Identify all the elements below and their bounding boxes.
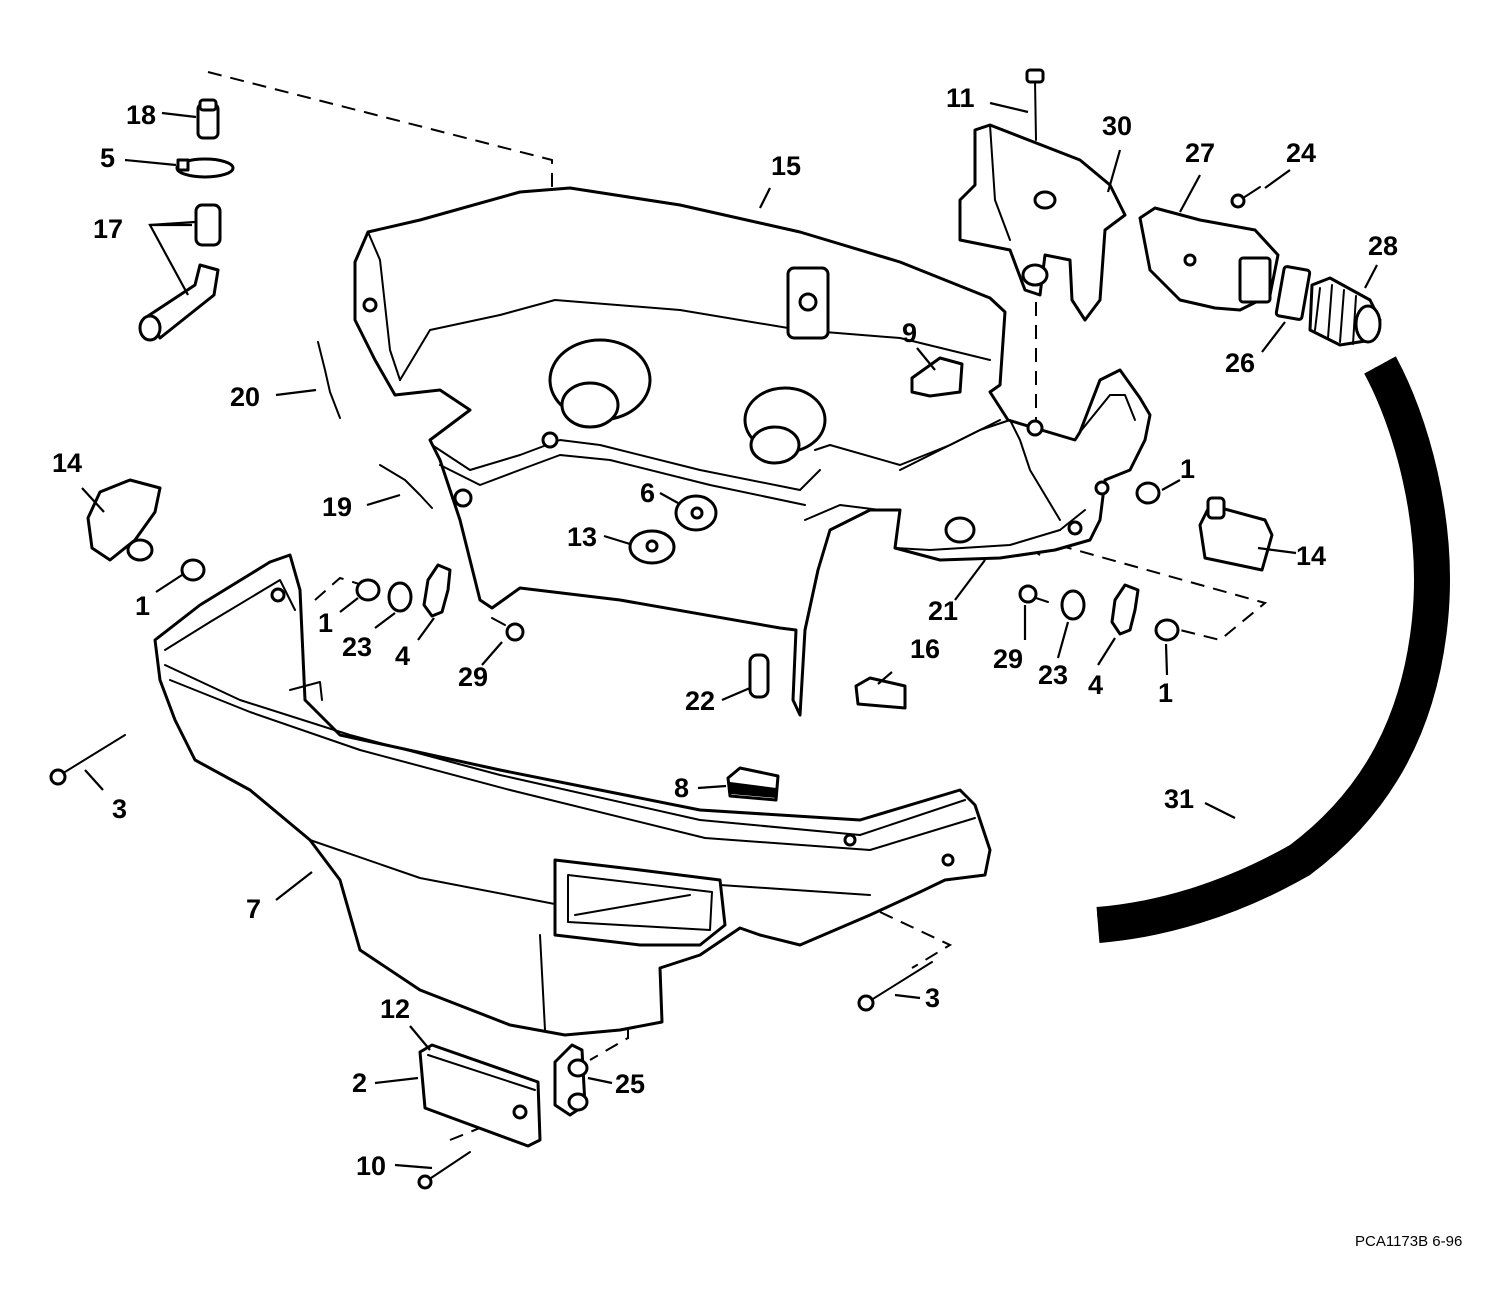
callout-14-left: 14 xyxy=(52,448,82,478)
callout-numbers: 18 5 17 20 14 19 1 1 23 4 29 3 7 12 2 10… xyxy=(52,83,1398,1181)
callout-9: 9 xyxy=(902,318,917,348)
part-9-bracket xyxy=(910,356,964,398)
small-hardware xyxy=(49,68,1382,1190)
part-1-grommet-c xyxy=(1135,481,1161,505)
part-15-upper-housing xyxy=(353,186,1152,717)
part-3-bolt-b xyxy=(857,961,933,1012)
callout-8: 8 xyxy=(674,773,689,803)
part-10-screw xyxy=(417,1151,471,1190)
part-1-grommet-d xyxy=(1154,618,1180,642)
callout-15: 15 xyxy=(771,151,801,181)
callout-30: 30 xyxy=(1102,111,1132,141)
callout-3-right: 3 xyxy=(925,983,940,1013)
callout-17: 17 xyxy=(93,214,123,244)
callout-6: 6 xyxy=(640,478,655,508)
part-26-gasket xyxy=(1274,265,1312,321)
part-4-catch-a xyxy=(422,563,452,618)
part-22-clip xyxy=(748,653,770,699)
callout-1-d: 1 xyxy=(1158,678,1173,708)
part-29-screw-a xyxy=(491,617,525,642)
callout-29-left: 29 xyxy=(458,662,488,692)
callout-14-right: 14 xyxy=(1296,541,1326,571)
part-14-left-latch xyxy=(86,478,162,562)
drawing-code: PCA1173B 6-96 xyxy=(1355,1233,1462,1250)
callout-1-b: 1 xyxy=(318,608,333,638)
callout-5: 5 xyxy=(100,143,115,173)
part-24-screw xyxy=(1230,186,1261,209)
part-31-mesh-seal xyxy=(1096,356,1450,943)
part-12-pad xyxy=(418,1043,542,1148)
part-4-catch-b xyxy=(1110,583,1140,636)
callout-28: 28 xyxy=(1368,231,1398,261)
callout-26: 26 xyxy=(1225,348,1255,378)
part-17-hose-elbow xyxy=(146,263,220,340)
callout-1-c: 1 xyxy=(1180,454,1195,484)
callout-23-left: 23 xyxy=(342,632,372,662)
callout-18: 18 xyxy=(126,100,156,130)
part-19-wire xyxy=(379,464,433,509)
part-23-washer-b xyxy=(1060,589,1086,621)
callout-11: 11 xyxy=(946,83,975,113)
callout-29-right: 29 xyxy=(993,644,1023,674)
callout-12: 12 xyxy=(380,994,410,1024)
part-3-bolt-a xyxy=(49,734,126,786)
part-17-hose-sleeve xyxy=(194,203,222,247)
callout-4-left: 4 xyxy=(395,641,410,671)
part-1-grommet-a xyxy=(180,558,206,582)
part-20-wire xyxy=(317,341,341,419)
callout-21: 21 xyxy=(928,596,958,626)
callout-27: 27 xyxy=(1185,138,1215,168)
callout-22: 22 xyxy=(685,686,715,716)
callout-25: 25 xyxy=(615,1069,645,1099)
callout-23-right: 23 xyxy=(1038,660,1068,690)
callout-20: 20 xyxy=(230,382,260,412)
leader-lines xyxy=(81,101,1378,1170)
part-23-washer-a xyxy=(387,581,413,613)
callout-31: 31 xyxy=(1164,784,1194,814)
callout-16: 16 xyxy=(910,634,940,664)
part-1-grommet-b xyxy=(355,578,381,602)
part-11-bolt xyxy=(1025,68,1045,141)
callout-24: 24 xyxy=(1286,138,1316,168)
part-16-block xyxy=(854,676,907,710)
callout-2: 2 xyxy=(352,1068,367,1098)
callout-13: 13 xyxy=(567,522,597,552)
callout-1-a: 1 xyxy=(135,591,150,621)
part-7-lower-cowl xyxy=(153,553,992,1037)
part-30-bracket xyxy=(958,123,1127,322)
callout-7: 7 xyxy=(246,894,261,924)
callout-4-right: 4 xyxy=(1088,670,1103,700)
callout-19: 19 xyxy=(322,492,352,522)
part-29-screw-b xyxy=(1018,584,1049,604)
callout-3-left: 3 xyxy=(112,794,127,824)
callout-10: 10 xyxy=(356,1151,386,1181)
